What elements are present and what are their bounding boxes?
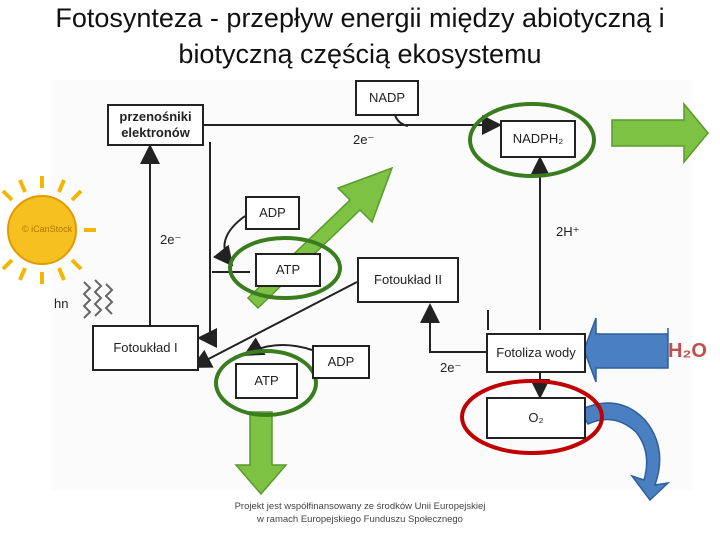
sun-watermark: © iCanStock (22, 224, 73, 234)
electron-label-bottom: 2e⁻ (440, 360, 462, 375)
highlight-atp-top (228, 236, 342, 300)
arrow-photolysis-ps2 (420, 303, 488, 353)
adp-bottom-box: ADP (312, 345, 370, 379)
atp-bottom-box: ATP (235, 363, 298, 399)
oxygen-box: O₂ (486, 397, 586, 439)
arrow-carriers-ps1 (197, 142, 217, 348)
light-ray-icon (82, 279, 114, 319)
oxygen-release-arrow (578, 402, 671, 502)
photolysis-box: Fotoliza wody (486, 333, 586, 373)
arrow-nadp-join (394, 114, 409, 127)
proton-label: 2H⁺ (556, 224, 580, 239)
page-title: Fotosynteza - przepływ energii między ab… (55, 3, 665, 69)
arrow-adp-atp-top (212, 215, 246, 267)
nadp-box: NADP (355, 80, 419, 116)
energy-arrow-down (234, 411, 288, 496)
electron-carriers-box: przenośniki elektronów (107, 104, 204, 146)
sun-icon (1, 176, 96, 284)
arrow-ps2-ps1 (191, 281, 358, 368)
photosystem2-box: Fotoukład II (357, 257, 459, 303)
photosystem1-box: Fotoukład I (92, 325, 199, 371)
light-label: hn (54, 296, 69, 311)
electron-label-left: 2e⁻ (160, 232, 182, 247)
highlight-nadph2 (468, 102, 596, 178)
highlight-oxygen (460, 379, 604, 455)
footer-line-1: Projekt jest współfinansowany ze środków… (234, 501, 486, 512)
energy-arrow-right (611, 101, 709, 165)
electron-label-top: 2e⁻ (353, 132, 375, 147)
highlight-atp-bottom (214, 349, 318, 417)
water-label: H₂O (668, 340, 707, 362)
footer-note: Projekt jest współfinansowany ze środków… (180, 500, 540, 526)
atp-top-box: ATP (255, 253, 321, 287)
nadph2-box: NADPH₂ (500, 120, 576, 158)
adp-top-box: ADP (245, 196, 300, 230)
footer-line-2: w ramach Europejskiego Funduszu Społeczn… (257, 514, 463, 525)
